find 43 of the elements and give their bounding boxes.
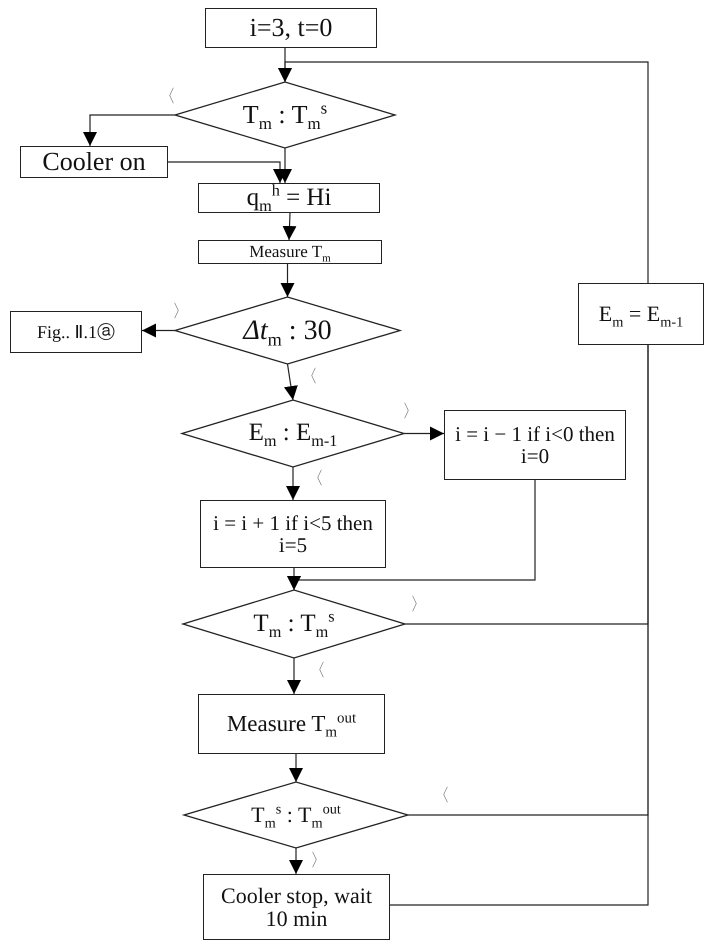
process-box xyxy=(205,8,377,48)
edge-label: 〈 xyxy=(432,787,450,805)
arrow xyxy=(278,61,649,283)
edge-label: 〈 xyxy=(158,88,176,106)
step-text: i=3, t=0 xyxy=(248,14,334,42)
process-box xyxy=(198,240,382,264)
process-box xyxy=(198,183,380,213)
condition-text: Δt$_{m}$ : 30 xyxy=(243,316,332,346)
edge-label: 〈 xyxy=(300,368,318,386)
arrow xyxy=(282,212,297,240)
arrow xyxy=(289,848,303,874)
process-box xyxy=(203,874,390,940)
step-text: Fig.. Ⅱ.1ⓐ xyxy=(36,322,116,342)
step-text: E$_{m}$ = E$_{m-1}$ xyxy=(598,302,684,326)
edge-label: 〉 xyxy=(172,303,190,321)
arrow xyxy=(142,324,175,338)
process-box xyxy=(444,410,626,480)
edge-label: 〉 xyxy=(310,852,328,870)
arrow xyxy=(289,754,303,782)
process-box xyxy=(200,500,386,568)
step-text: i = i − 1 if i<0 then i=0 xyxy=(454,422,616,468)
process-box xyxy=(198,694,385,754)
arrow xyxy=(83,114,175,146)
edge-label: 〈 xyxy=(306,470,324,488)
step-text: i = i + 1 if i<5 then i=5 xyxy=(212,512,374,556)
connector-line xyxy=(390,345,649,906)
arrow xyxy=(280,264,294,297)
step-text: Measure T$_{m}$ xyxy=(248,243,332,261)
step-text: q$_{m}$$^{h}$ = Hi xyxy=(246,184,332,212)
arrow xyxy=(287,568,301,590)
arrow xyxy=(286,467,300,500)
process-box xyxy=(10,311,142,353)
edge-label: 〉 xyxy=(410,596,428,614)
arrow xyxy=(284,364,298,400)
process-box xyxy=(578,283,704,345)
edge-label: 〉 xyxy=(402,403,420,421)
arrow xyxy=(404,426,444,440)
arrow xyxy=(287,658,301,694)
step-text: Cooler on xyxy=(41,148,147,176)
process-box xyxy=(20,146,168,178)
step-text: Cooler stop, wait 10 min xyxy=(220,884,373,930)
edge-label: 〈 xyxy=(308,662,326,680)
condition-text: E$_{m}$ : E$_{m-1}$ xyxy=(248,420,338,447)
